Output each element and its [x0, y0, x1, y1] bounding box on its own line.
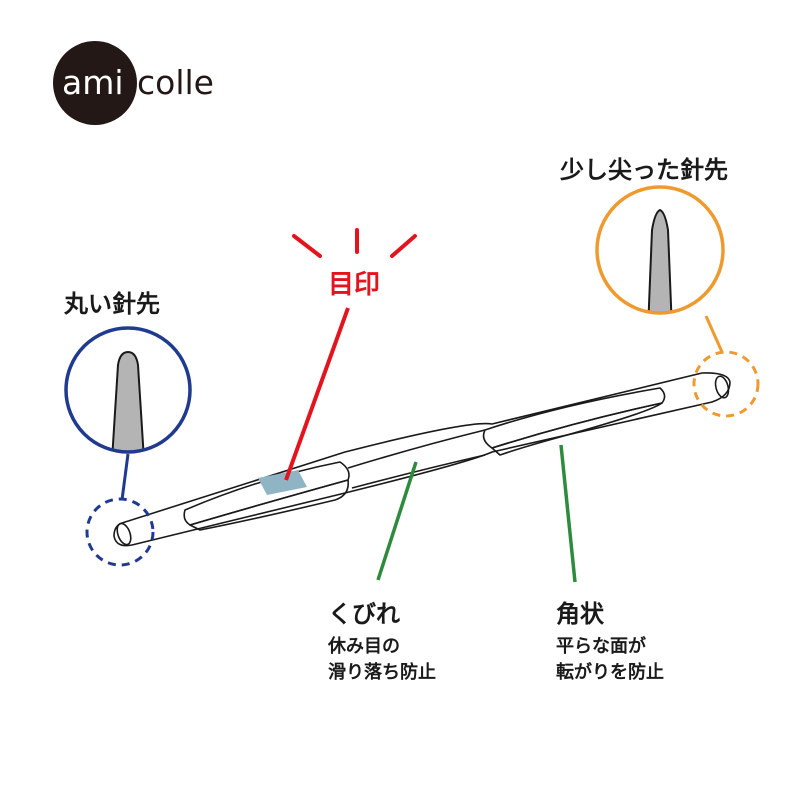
angular-desc-line2: 転がりを防止 — [556, 661, 664, 683]
round-tip-zoom — [64, 326, 192, 501]
round-tip-leader — [120, 453, 130, 501]
attention-ray-right — [390, 234, 417, 258]
logo-text-ami: ami — [62, 63, 124, 102]
right-tip-cap — [714, 375, 730, 399]
pointed-tip-zoom — [595, 185, 725, 353]
attention-ray-left — [292, 234, 322, 258]
waist-line-upper — [347, 429, 486, 469]
logo-text-colle: colle — [137, 63, 214, 102]
marker-annotation: 目印 — [284, 228, 417, 481]
marker-leader — [284, 307, 350, 481]
round-tip-label: 丸い針先 — [63, 290, 160, 318]
needle-outline — [113, 372, 731, 547]
marker-patch — [258, 470, 307, 495]
round-tip-dashed-circle — [85, 497, 155, 567]
round-tip-closeup — [110, 350, 146, 452]
left-tip-cap — [116, 522, 132, 546]
angular-title: 角状 — [556, 600, 605, 628]
pointed-tip-leader — [704, 315, 724, 353]
amicolle-logo: ami colle — [53, 41, 214, 125]
waist-label-group: くびれ 休み目の 滑り落ち防止 — [327, 600, 436, 683]
round-tip-zoom-circle — [64, 326, 192, 454]
left-flat-face-lower — [189, 479, 350, 531]
waist-desc-line2: 滑り落ち防止 — [328, 661, 436, 683]
waist-line-lower — [351, 454, 486, 489]
angular-desc-line1: 平らな面が — [556, 635, 646, 657]
pointed-tip-dashed-circle — [692, 350, 760, 418]
logo-circle — [53, 41, 137, 125]
right-flat-face-lower — [491, 402, 663, 456]
waist-title: くびれ — [328, 600, 400, 628]
right-flat-face-upper — [482, 387, 666, 449]
angular-label-group: 角状 平らな面が 転がりを防止 — [556, 600, 664, 683]
waist-desc-line1: 休み目の — [327, 635, 400, 657]
waist-leader — [376, 461, 418, 581]
pointed-tip-zoom-circle — [595, 185, 725, 315]
pointed-tip-closeup — [646, 208, 674, 313]
angular-leader — [559, 444, 577, 583]
crochet-hook-illustration — [113, 372, 731, 547]
pointed-tip-label: 少し尖った針先 — [559, 156, 728, 184]
marker-label: 目印 — [328, 270, 380, 300]
